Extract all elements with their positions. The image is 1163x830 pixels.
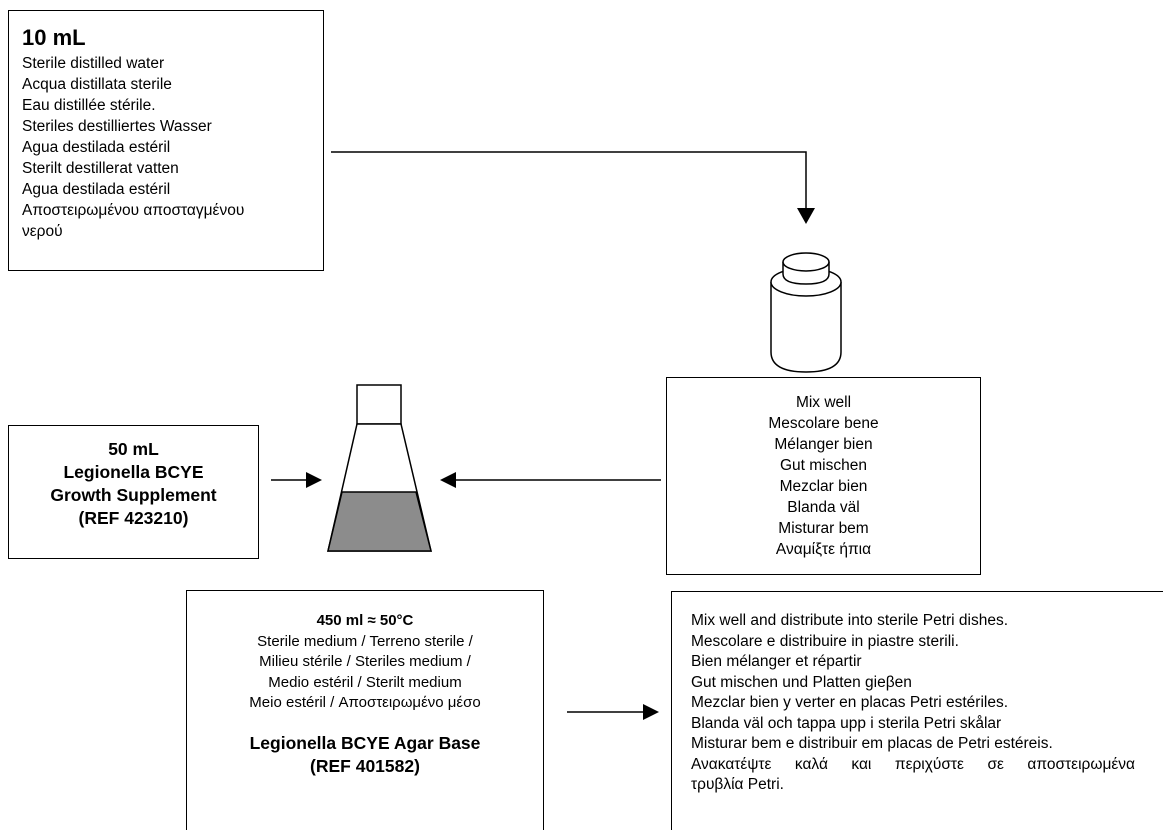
mix-line: Mélanger bien <box>774 436 873 453</box>
spacer <box>187 714 543 732</box>
base-volume-temp: 450 ml ≈ 50°C <box>316 612 414 629</box>
water-volume: 10 mL <box>22 25 86 50</box>
distribute-line: Bien mélanger et répartir <box>691 653 862 670</box>
mix-line: Gut mischen <box>779 457 867 474</box>
distribute-line: Mescolare e distribuire in piastre steri… <box>691 632 959 650</box>
water-line: Sterile distilled water <box>22 55 165 72</box>
mix-line: Misturar bem <box>778 520 869 537</box>
water-line: Αποστειρωμένου αποσταγμένου <box>22 202 245 219</box>
medium-line: Meio estéril / Αποστειρωμένο μέσο <box>249 694 481 711</box>
water-line: Agua destilada estéril <box>22 181 171 198</box>
agar-base-box: 450 ml ≈ 50°C Sterile medium / Terreno s… <box>186 590 544 830</box>
distribute-greek-line-end: τρυβλία Petri. <box>691 776 784 793</box>
water-line: Steriles destilliertes Wasser <box>22 118 212 135</box>
distribute-line: Misturar bem e distribuir em placas de P… <box>691 735 1053 752</box>
supplement-line: Growth Supplement <box>50 485 217 505</box>
arrow-base-to-distribute <box>567 704 659 720</box>
mix-line: Αναμίξτε ήπια <box>775 541 872 558</box>
distribute-line: Blanda väl och tappa upp i sterila Petri… <box>691 714 1002 732</box>
distribute-line: Mix well and distribute into sterile Pet… <box>691 612 1009 629</box>
water-line: Acqua distillata sterile <box>22 76 172 93</box>
mix-line: Blanda väl <box>787 499 860 516</box>
sterile-water-box: 10 mL Sterile distilled water Acqua dist… <box>8 10 324 271</box>
medium-line: Medio estéril / Sterilt medium <box>268 673 462 691</box>
vial-icon <box>770 252 842 373</box>
water-line: Eau distillée stérile. <box>22 97 156 114</box>
water-line: Agua destilada estéril <box>22 139 171 156</box>
water-line: νερού <box>22 223 63 240</box>
mix-line: Mescolare bene <box>768 415 879 432</box>
base-product-ref: (REF 401582) <box>310 755 420 776</box>
medium-line: Milieu stérile / Steriles medium / <box>259 653 471 670</box>
water-line: Sterilt destillerat vatten <box>22 160 179 177</box>
arrow-supplement-to-flask <box>271 472 322 488</box>
distribute-line: Mezclar bien y verter en placas Petri es… <box>691 694 1009 711</box>
medium-line: Sterile medium / Terreno sterile / <box>257 632 473 650</box>
supplement-volume: 50 mL <box>108 439 159 459</box>
flask-icon <box>327 384 432 552</box>
base-product-name: Legionella BCYE Agar Base <box>249 732 481 753</box>
arrow-water-to-vial <box>331 151 815 224</box>
arrow-mix-to-flask <box>440 472 661 488</box>
mix-line: Mix well <box>795 394 852 411</box>
distribute-line: Gut mischen und Platten gieβen <box>691 673 912 691</box>
flask-medium-fill <box>327 491 432 552</box>
distribute-greek-line: Ανακατέψτε καλά και περιχύστε σε αποστει… <box>691 755 1135 773</box>
supplement-line: Legionella BCYE <box>63 462 204 482</box>
supplement-ref: (REF 423210) <box>78 508 189 528</box>
mix-line: Mezclar bien <box>779 478 868 495</box>
distribute-box: Mix well and distribute into sterile Pet… <box>671 591 1163 830</box>
mix-well-box: Mix well Mescolare bene Mélanger bien Gu… <box>666 377 981 575</box>
growth-supplement-box: 50 mL Legionella BCYE Growth Supplement … <box>8 425 259 559</box>
